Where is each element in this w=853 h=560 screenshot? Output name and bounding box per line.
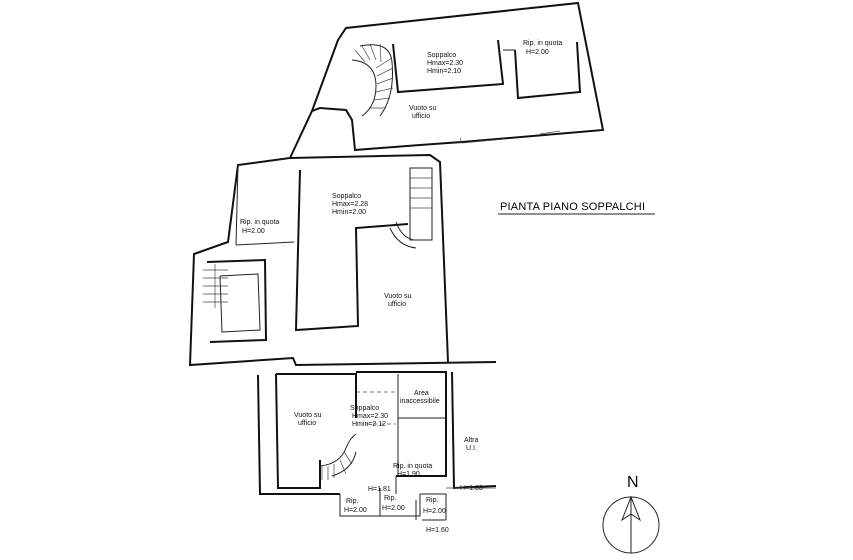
mid-rip-name: Rip. in quota [240,219,279,226]
small-rip3-name: Rip. [426,497,439,504]
mid-soppalco-name: Soppalco [332,193,361,200]
altra-line2: U.I. [466,445,477,452]
area-line2: inaccessibile [400,398,440,405]
top-staircase [351,43,394,117]
height-160: H=1.60 [426,527,449,534]
low-vuoto-line2: ufficio [298,420,316,427]
compass-arrowhead [620,495,642,522]
low-soppalco-hmax: Hmax=2.30 [352,413,388,420]
low-vuoto-line1: Vuoto su [294,412,321,419]
small-rip2-name: Rip. [384,495,397,502]
top-vuoto-line1: Vuoto su [409,105,436,112]
mid-soppalco-hmax: Hmax=2.28 [332,201,368,208]
north-arrow: N [602,474,660,554]
middle-staircase [389,167,433,249]
altra-line1: Altra [464,437,479,444]
small-rip1-height: H=2.00 [344,507,367,514]
top-vuoto-line2: ufficio [412,113,430,120]
low-soppalco-name: Soppalco [350,405,379,412]
height-181: H=1.81 [368,486,391,493]
north-letter: N [627,474,639,491]
low-rip-name: Rip. in quota [393,463,432,470]
top-soppalco-hmax: Hmax=2.30 [427,60,463,67]
plan-title: PIANTA PIANO SOPPALCHI [500,201,645,213]
low-soppalco-hmin: Hmin=2.12 [352,421,386,428]
top-soppalco-name: Soppalco [427,52,456,59]
small-rip2-height: H=2.00 [382,505,405,512]
area-line1: Area [414,390,429,397]
top-rip-name: Rip. in quota [523,40,562,47]
top-block-walls [310,1,605,152]
middle-block-walls [188,110,497,367]
lower-block-walls [257,371,497,521]
mid-soppalco-hmin: Hmin=2.00 [332,209,366,216]
mid-vuoto-line1: Vuoto su [384,293,411,300]
top-soppalco-hmin: Hmin=2.10 [427,68,461,75]
small-rip3-height: H=2.00 [423,508,446,515]
left-staircase [203,264,228,308]
lower-staircase [319,433,357,480]
mid-rip-height: H=2.00 [242,228,265,235]
low-rip-height: H=1.90 [397,471,420,478]
top-rip-height: H=2.00 [526,49,549,56]
height-183: H=1.83 [460,485,483,492]
mid-vuoto-line2: ufficio [388,301,406,308]
small-rip1-name: Rip. [346,498,359,505]
